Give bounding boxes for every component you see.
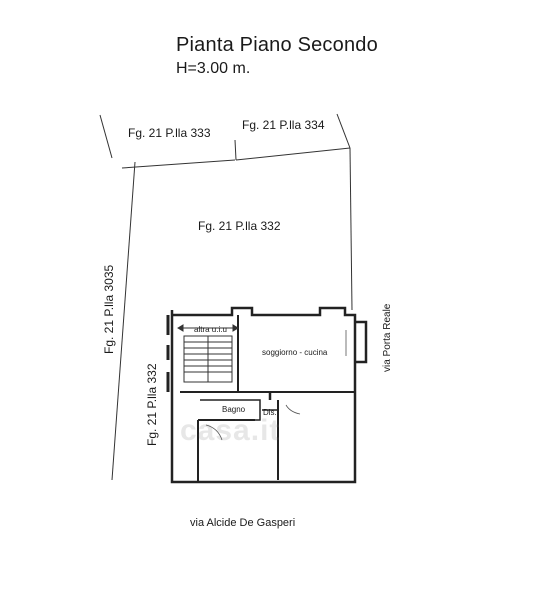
watermark-logo: casa.it [180,414,281,447]
room-label-bathroom: Bagno [222,405,246,414]
plan-title: Pianta Piano Secondo [176,34,378,56]
boundary-line-right [349,147,353,311]
boundary-line-top-left [121,159,236,169]
room-label-living-kitchen: soggiorno - cucina [262,348,328,357]
door-swings [205,330,347,441]
building-walls [166,306,368,484]
parcel-label-3035: Fg. 21 P.lla 3035 [102,264,116,354]
stair [183,335,233,383]
street-label-right: via Porta Reale [382,303,393,372]
room-label-other-unit: altra u.i.u [194,325,227,334]
boundary-line-right-tick [336,113,351,149]
ceiling-height: H=3.00 m. [176,60,251,77]
street-label-bottom: via Alcide De Gasperi [190,517,296,529]
boundary-line-mid-tick [234,139,237,161]
parcel-label-332-side: Fg. 21 P.lla 332 [145,363,159,446]
unit-arrows [177,324,239,332]
parcel-label-332-top: Fg. 21 P.lla 332 [198,219,281,233]
boundary-line-left [111,161,136,481]
room-label-storage: Dis. [263,408,277,417]
parcel-label-333: Fg. 21 P.lla 333 [128,126,211,140]
boundary-line-left-top [99,114,113,159]
parcel-label-334: Fg. 21 P.lla 334 [242,118,325,132]
boundary-line-top-right [235,147,351,161]
